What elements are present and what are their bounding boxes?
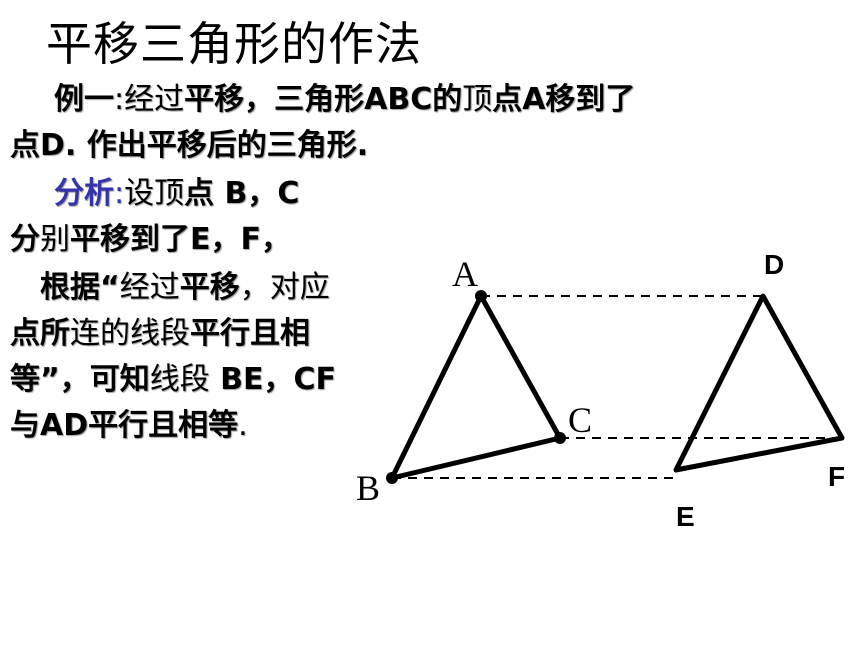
analysis-line-6-a: 与AD平行且相等 xyxy=(10,408,239,443)
example-label: 例一 xyxy=(54,82,114,117)
analysis-line-3-d: ，对应 xyxy=(239,270,330,305)
triangle-abc xyxy=(389,293,563,481)
vertex-b-dot xyxy=(386,472,398,484)
analysis-line-3-b: 经过 xyxy=(119,270,180,305)
example-text-d: 点A移到了 xyxy=(492,82,636,117)
analysis-line-3-c: 平移 xyxy=(179,270,240,305)
label-a: A xyxy=(452,254,478,294)
analysis-text-a: 设顶 xyxy=(124,176,185,211)
label-f: F xyxy=(828,461,845,492)
triangle-def xyxy=(673,293,845,473)
analysis-line-1: 分析:设顶点 B，C xyxy=(54,168,299,212)
vertex-c-dot xyxy=(554,432,566,444)
analysis-line-6-b: . xyxy=(238,408,248,443)
analysis-line-3: 根据“经过平移，对应 xyxy=(40,262,330,306)
example-text-b: 平移，三角形ABC的 xyxy=(184,82,463,117)
analysis-label: 分析 xyxy=(54,176,114,211)
analysis-line-2-c: 平移到了E，F， xyxy=(70,222,291,257)
analysis-line-5: 等”，可知线段 BE，CF xyxy=(10,354,336,398)
analysis-line-2: 分别平移到了E，F， xyxy=(10,214,291,258)
example-text-c: 顶 xyxy=(462,82,493,117)
analysis-line-4-b: 连的线段 xyxy=(70,316,190,351)
analysis-line-6: 与AD平行且相等. xyxy=(10,400,248,444)
label-c: C xyxy=(568,400,592,440)
analysis-line-5-a: 等”，可知 xyxy=(10,362,150,397)
slide-title: 平移三角形的作法 xyxy=(46,17,422,71)
label-e: E xyxy=(676,501,695,532)
analysis-line-2-a: 分 xyxy=(10,222,40,257)
analysis-line-4: 点所连的线段平行且相 xyxy=(10,308,310,352)
analysis-line-4-c: 平行且相 xyxy=(190,316,310,351)
example-line-1: 例一:经过平移，三角形ABC的顶点A移到了 xyxy=(54,74,635,118)
example-text-a: 经过 xyxy=(124,82,185,117)
analysis-text-b: 点 B，C xyxy=(184,176,300,211)
vertex-a-dot xyxy=(475,290,487,302)
label-d: D xyxy=(764,249,784,280)
analysis-line-5-c: BE，CF xyxy=(209,362,337,397)
analysis-line-3-a: 根据“ xyxy=(40,270,120,305)
label-b: B xyxy=(356,468,380,508)
analysis-line-2-b: 别 xyxy=(40,222,70,257)
analysis-line-4-a: 点所 xyxy=(10,316,70,351)
example-line-2: 点D. 作出平移后的三角形. xyxy=(10,128,369,163)
analysis-colon: : xyxy=(114,176,125,211)
analysis-line-5-b: 线段 xyxy=(149,362,210,397)
example-colon: : xyxy=(114,82,125,117)
